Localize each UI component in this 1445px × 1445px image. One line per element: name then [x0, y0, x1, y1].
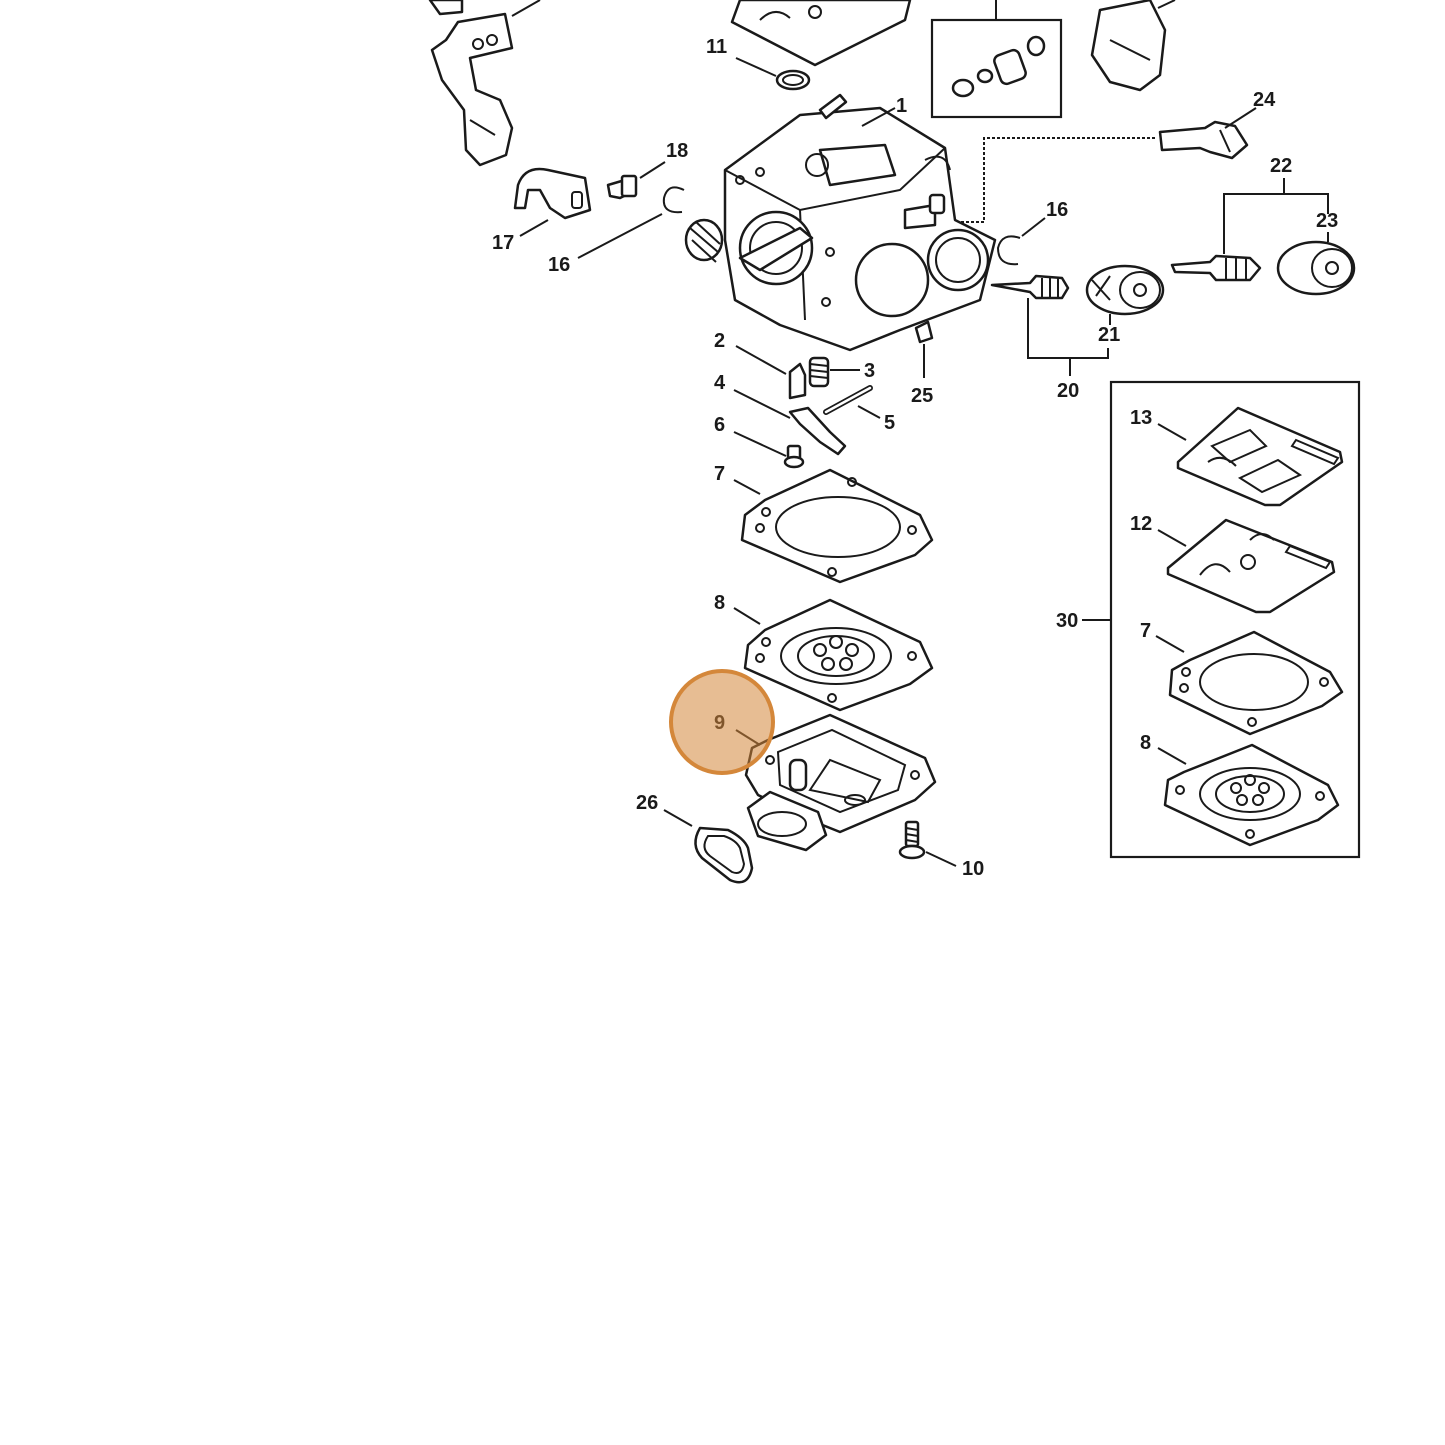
- part-26-gasket: [694, 826, 754, 884]
- part-22-needle: [1170, 254, 1262, 282]
- part-2-inlet-needle: [788, 362, 807, 400]
- label-22: 22: [1270, 155, 1292, 177]
- leader-13: [1157, 423, 1187, 441]
- label-25: 25: [911, 385, 933, 407]
- leader-7-kit: [1155, 635, 1185, 653]
- leader-2: [735, 345, 787, 375]
- kit-springs: [951, 35, 1046, 98]
- part-5-pin: [823, 385, 873, 415]
- part-3-spring: [808, 356, 830, 388]
- part-17-bracket: [513, 167, 592, 220]
- screw-top-left: [428, 0, 464, 16]
- part-20-needle: [990, 274, 1070, 300]
- label-5: 5: [884, 412, 895, 434]
- part-8-diaphragm: [743, 598, 934, 712]
- kit-part-8-diaphragm: [1163, 743, 1340, 847]
- label-2: 2: [714, 330, 725, 352]
- label-23: 23: [1316, 210, 1338, 232]
- leader-10: [925, 851, 957, 867]
- label-7-kit: 7: [1140, 620, 1151, 642]
- label-20: 20: [1057, 380, 1079, 402]
- label-8: 8: [714, 592, 725, 614]
- leader-12: [1157, 529, 1187, 547]
- part-23-cap: [1276, 240, 1356, 296]
- part-top-right-housing: [1090, 0, 1167, 92]
- leader-11: [735, 57, 777, 77]
- leader-1: [861, 107, 896, 127]
- label-10: 10: [962, 858, 984, 880]
- lever-arm: [430, 12, 514, 167]
- leader-16-left: [577, 213, 663, 259]
- label-21: 21: [1098, 324, 1120, 346]
- leader-8-kit: [1157, 747, 1187, 765]
- leader-17: [519, 219, 549, 237]
- part-gasket-top: [730, 0, 912, 67]
- leader-8: [733, 607, 761, 625]
- leader-18: [639, 161, 666, 179]
- label-13: 13: [1130, 407, 1152, 429]
- part-1-carburetor-body: [684, 93, 997, 352]
- label-24: 24: [1253, 89, 1276, 111]
- label-12: 12: [1130, 513, 1152, 535]
- leader-6: [733, 431, 787, 457]
- label-6: 6: [714, 414, 725, 436]
- label-8-kit: 8: [1140, 732, 1151, 754]
- label-11: 11: [706, 36, 727, 58]
- label-7: 7: [714, 463, 725, 485]
- kit-part-7-gasket: [1168, 630, 1344, 736]
- part-16-clip-right: [996, 235, 1021, 266]
- label-3: 3: [864, 360, 875, 382]
- leader-24-dashed: [920, 137, 1155, 223]
- part-18-screw: [606, 174, 638, 200]
- part-16-clip-left: [662, 186, 685, 214]
- label-26: 26: [636, 792, 658, 814]
- highlight-circle-part-9[interactable]: [669, 669, 775, 775]
- leader-24: [1224, 107, 1257, 129]
- leader-16-right: [1021, 217, 1046, 237]
- label-30: 30: [1056, 610, 1078, 632]
- part-21-cap: [1085, 264, 1165, 316]
- part-11-filter: [775, 69, 811, 91]
- part-9-inlet-spigot: [746, 790, 828, 852]
- part-6-screw: [783, 444, 805, 469]
- part-10-screw: [898, 820, 926, 860]
- part-25-plug: [914, 320, 934, 344]
- kit-part-12-gasket: [1166, 518, 1336, 614]
- leader-lever: [511, 0, 541, 17]
- leader-26: [663, 809, 693, 827]
- part-4-lever: [788, 406, 847, 456]
- part-24-adjusting-screw: [1158, 120, 1249, 160]
- leader-4: [733, 389, 791, 419]
- leader-20-bracket: [1027, 298, 1109, 359]
- label-16-right: 16: [1046, 199, 1068, 221]
- leader-5: [857, 405, 881, 419]
- leader-top-right: [1157, 0, 1176, 9]
- label-4: 4: [714, 372, 726, 394]
- part-7-gasket: [740, 468, 934, 584]
- leader-7: [733, 479, 761, 495]
- label-18: 18: [666, 140, 688, 162]
- label-17: 17: [492, 232, 514, 254]
- label-1: 1: [896, 95, 907, 117]
- kit-part-13-gasket: [1176, 406, 1344, 507]
- leader-22-bracket: [1223, 193, 1329, 254]
- label-16-left: 16: [548, 254, 570, 276]
